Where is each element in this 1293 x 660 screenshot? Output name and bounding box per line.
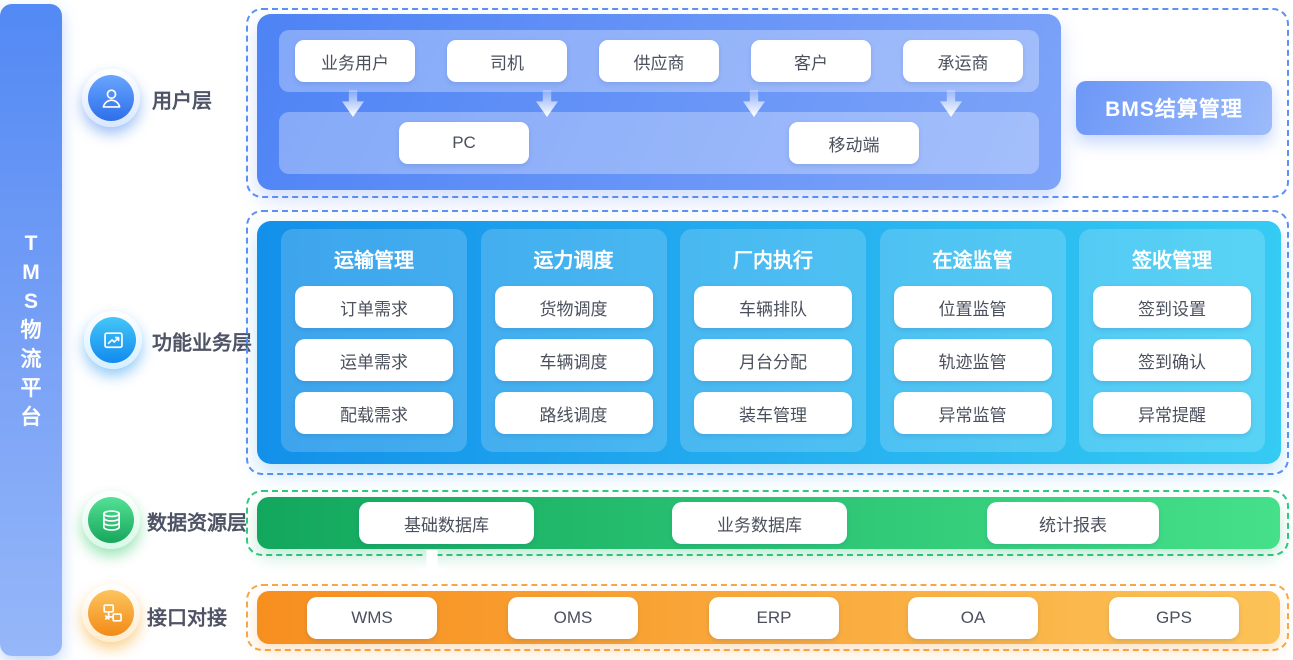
group-title: 运力调度	[533, 250, 614, 272]
group-in-transit-monitoring: 在途监管 位置监管 轨迹监管 异常监管	[879, 229, 1066, 452]
group-title: 签收管理	[1132, 250, 1212, 272]
interface-layer-bar: WMS OMS ERP OA GPS	[257, 591, 1280, 644]
database-icon	[88, 497, 134, 543]
function-pill: 签到确认	[1093, 339, 1251, 381]
user-icon	[88, 75, 134, 121]
role-pill: 司机	[447, 40, 567, 82]
interface-pill: ERP	[709, 597, 839, 639]
function-pill: 轨迹监管	[893, 339, 1052, 381]
business-layer-box: 运输管理 订单需求 运单需求 配载需求 运力调度 货物调度 车辆调度 路线调度 …	[257, 221, 1281, 464]
platform-title-char: 台	[20, 405, 42, 429]
group-capacity-dispatch: 运力调度 货物调度 车辆调度 路线调度	[480, 229, 667, 452]
user-layer-box: 业务用户 司机 供应商 客户 承运商 PC 移动端	[257, 14, 1061, 190]
user-layer-section: 业务用户 司机 供应商 客户 承运商 PC 移动端 BMS结算管理	[246, 8, 1289, 198]
role-pill: 客户	[751, 40, 871, 82]
interface-pill: OA	[908, 597, 1038, 639]
user-layer-badge	[82, 69, 140, 127]
function-pill: 装车管理	[694, 392, 852, 434]
interface-layer-badge	[82, 584, 140, 642]
data-layer-label: 数据资源层	[147, 512, 247, 535]
device-pill-mobile: 移动端	[789, 122, 919, 164]
function-pill: 异常提醒	[1093, 392, 1251, 434]
platform-title-char: 平	[20, 376, 42, 400]
database-pill: 基础数据库	[359, 502, 534, 544]
group-transport-management: 运输管理 订单需求 运单需求 配载需求	[281, 229, 467, 452]
function-pill: 订单需求	[295, 286, 453, 328]
function-pill: 配载需求	[295, 392, 453, 434]
bms-settlement-button: BMS结算管理	[1076, 81, 1272, 135]
business-layer-section: 运输管理 订单需求 运单需求 配载需求 运力调度 货物调度 车辆调度 路线调度 …	[246, 210, 1289, 475]
user-layer-label: 用户层	[152, 90, 212, 113]
device-pill-pc: PC	[399, 122, 529, 164]
interface-layer-section: WMS OMS ERP OA GPS	[246, 584, 1289, 651]
data-layer-section: 基础数据库 业务数据库 统计报表	[246, 490, 1289, 556]
group-title: 运输管理	[334, 250, 414, 272]
function-pill: 车辆排队	[694, 286, 852, 328]
function-pill: 位置监管	[893, 286, 1052, 328]
role-pill: 供应商	[599, 40, 719, 82]
role-pill: 承运商	[903, 40, 1023, 82]
function-pill: 签到设置	[1093, 286, 1251, 328]
user-devices-strip: PC 移动端	[279, 112, 1039, 174]
data-layer-bar: 基础数据库 业务数据库 统计报表	[257, 497, 1280, 549]
function-pill: 货物调度	[494, 286, 653, 328]
function-pill: 运单需求	[295, 339, 453, 381]
network-icon	[88, 590, 134, 636]
platform-title-char: S	[23, 289, 38, 313]
group-factory-execution: 厂内执行 车辆排队 月台分配 装车管理	[680, 229, 866, 452]
user-roles-strip: 业务用户 司机 供应商 客户 承运商	[279, 30, 1039, 92]
function-pill: 异常监管	[893, 392, 1052, 434]
group-title: 厂内执行	[733, 250, 813, 272]
line-chart-icon	[90, 317, 136, 363]
group-receipt-management: 签收管理 签到设置 签到确认 异常提醒	[1079, 229, 1265, 452]
role-pill: 业务用户	[295, 40, 415, 82]
database-pill: 业务数据库	[672, 502, 847, 544]
interface-pill: OMS	[508, 597, 638, 639]
platform-title-char: 流	[20, 347, 42, 371]
data-layer-badge	[82, 491, 140, 549]
platform-title-char: T	[24, 231, 38, 255]
interface-layer-label: 接口对接	[147, 607, 227, 630]
group-title: 在途监管	[932, 250, 1013, 272]
function-pill: 月台分配	[694, 339, 852, 381]
business-layer-badge	[84, 311, 142, 369]
function-pill: 车辆调度	[494, 339, 653, 381]
interface-pill: WMS	[307, 597, 437, 639]
function-pill: 路线调度	[494, 392, 653, 434]
interface-pill: GPS	[1109, 597, 1239, 639]
business-layer-label: 功能业务层	[152, 332, 252, 355]
platform-title-char: 物	[20, 318, 42, 342]
platform-title-char: M	[22, 260, 40, 284]
platform-title-bar: T M S 物 流 平 台	[0, 4, 62, 656]
database-pill: 统计报表	[987, 502, 1159, 544]
